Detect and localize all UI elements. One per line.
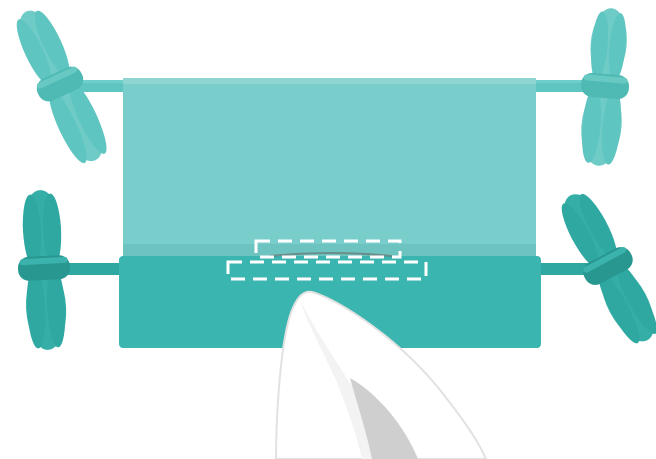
clamp-bottom-left-icon (14, 189, 74, 352)
fabric-panel-upper (123, 78, 536, 256)
clamp-top-right-icon (574, 6, 636, 168)
